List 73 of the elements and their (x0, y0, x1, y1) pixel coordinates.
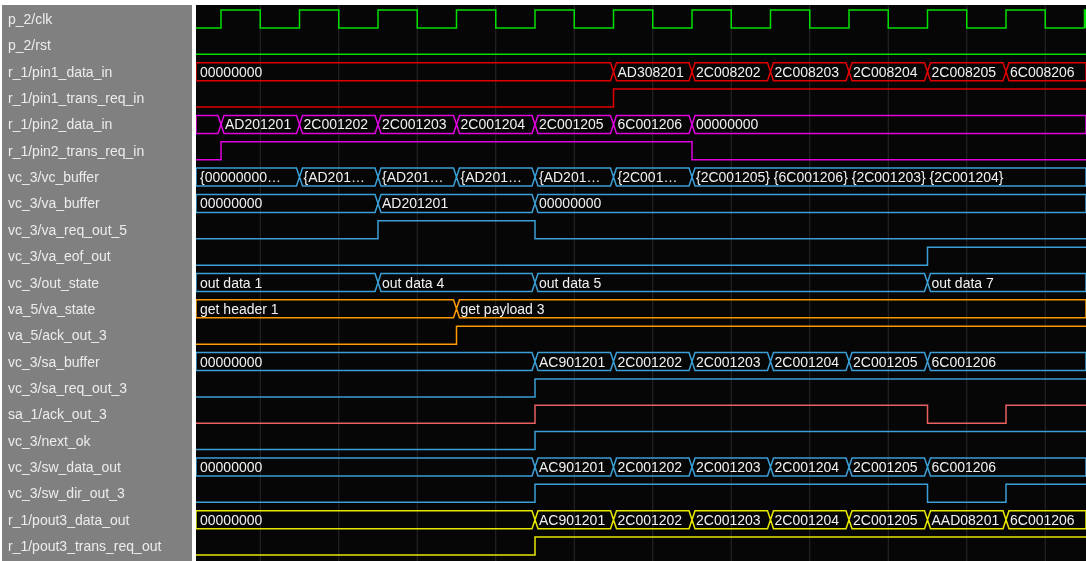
bus-value: 2C001204 (774, 457, 840, 476)
bus-value: 2C001204 (774, 352, 840, 371)
bus-value: 6C001206 (931, 352, 997, 371)
bus-value: 2C001205 (539, 115, 604, 134)
bus-value: 2C008205 (931, 62, 997, 81)
signal-name: vc_3/va_eof_out (8, 247, 111, 266)
signal-name: vc_3/va_buffer (8, 194, 100, 213)
bus-value: out data 1 (200, 273, 263, 292)
bus-value: 00000000 (539, 194, 602, 213)
bus-value: AD201201 (382, 194, 449, 213)
bus-value: 00000000 (200, 62, 263, 81)
bus-value: {2C001205} {6C001206} {2C001203} {2C001204} (696, 168, 1004, 187)
signal-name: p_2/rst (8, 36, 51, 55)
bus-value: out data 4 (382, 273, 445, 292)
signal-name: vc_3/sw_data_out (8, 457, 121, 476)
signal-name: va_5/ack_out_3 (8, 326, 107, 345)
bus-value: 00000000 (200, 510, 263, 529)
bus-value: 2C001204 (774, 510, 840, 529)
bus-value: 2C001203 (696, 352, 761, 371)
bus-value: 2C001202 (617, 457, 683, 476)
bus-value: 2C001203 (696, 510, 761, 529)
bus-value: {AD201… (460, 168, 522, 187)
bus-value: out data 5 (539, 273, 602, 292)
bus-value: 6C001206 (931, 457, 997, 476)
signal-name: va_5/va_state (8, 299, 96, 318)
bus-value: AAD08201 (931, 510, 1000, 529)
bus-value: get payload 3 (460, 299, 545, 318)
signal-name: r_1/pin1_trans_req_in (8, 89, 145, 108)
signal-name: vc_3/sa_req_out_3 (8, 378, 128, 397)
bus-value: 6C001206 (1010, 510, 1075, 529)
bus-value: AC901201 (539, 510, 606, 529)
bus-value: {AD201… (303, 168, 365, 187)
signal-name: p_2/clk (8, 10, 53, 28)
bus-value: 2C001204 (460, 115, 526, 134)
bus-value: 6C001206 (617, 115, 683, 134)
bus-value: 2C008204 (853, 62, 918, 81)
signal-name: r_1/pout3_trans_req_out (8, 537, 162, 555)
bus-value: 2C008202 (696, 62, 761, 81)
bus-value: AC901201 (539, 457, 606, 476)
signal-name: vc_3/va_req_out_5 (8, 220, 128, 239)
bus-value: 2C001202 (617, 510, 683, 529)
bus-value: AC901201 (539, 352, 606, 371)
bus-value: {2C001… (617, 168, 678, 187)
bus-value: 2C001205 (853, 510, 918, 529)
signal-name: r_1/pin2_trans_req_in (8, 141, 145, 160)
signal-name: r_1/pout3_data_out (8, 510, 130, 529)
signal-name: r_1/pin1_data_in (8, 62, 113, 81)
bus-value: 00000000 (200, 457, 263, 476)
bus-value: 00000000 (200, 194, 263, 213)
signal-name: vc_3/sw_dir_out_3 (8, 484, 125, 503)
bus-value: 2C001202 (303, 115, 369, 134)
signal-name: r_1/pin2_data_in (8, 115, 113, 134)
signal-name: vc_3/out_state (8, 273, 100, 292)
bus-value: 2C001205 (853, 457, 918, 476)
bus-value: 2C008203 (774, 62, 840, 81)
signal-name: vc_3/vc_buffer (8, 168, 99, 187)
bus-value: {AD201… (539, 168, 601, 187)
bus-value: 2C001202 (617, 352, 683, 371)
bus-value: 2C001205 (853, 352, 918, 371)
bus-value: 00000000 (200, 352, 263, 371)
bus-value: {00000000… (200, 168, 281, 187)
signal-name: sa_1/ack_out_3 (8, 405, 107, 424)
signal-name: vc_3/sa_buffer (8, 352, 100, 371)
bus-value: 2C001203 (382, 115, 447, 134)
bus-value: get header 1 (200, 299, 279, 318)
bus-value: {AD201… (382, 168, 444, 187)
bus-value: AD201201 (225, 115, 292, 134)
bus-value: 6C008206 (1010, 62, 1075, 81)
bus-value: 2C001203 (696, 457, 761, 476)
signal-name: vc_3/next_ok (8, 431, 91, 450)
bus-value: 00000000 (696, 115, 759, 134)
bus-value: AD308201 (617, 62, 684, 81)
bus-value: out data 7 (931, 273, 994, 292)
